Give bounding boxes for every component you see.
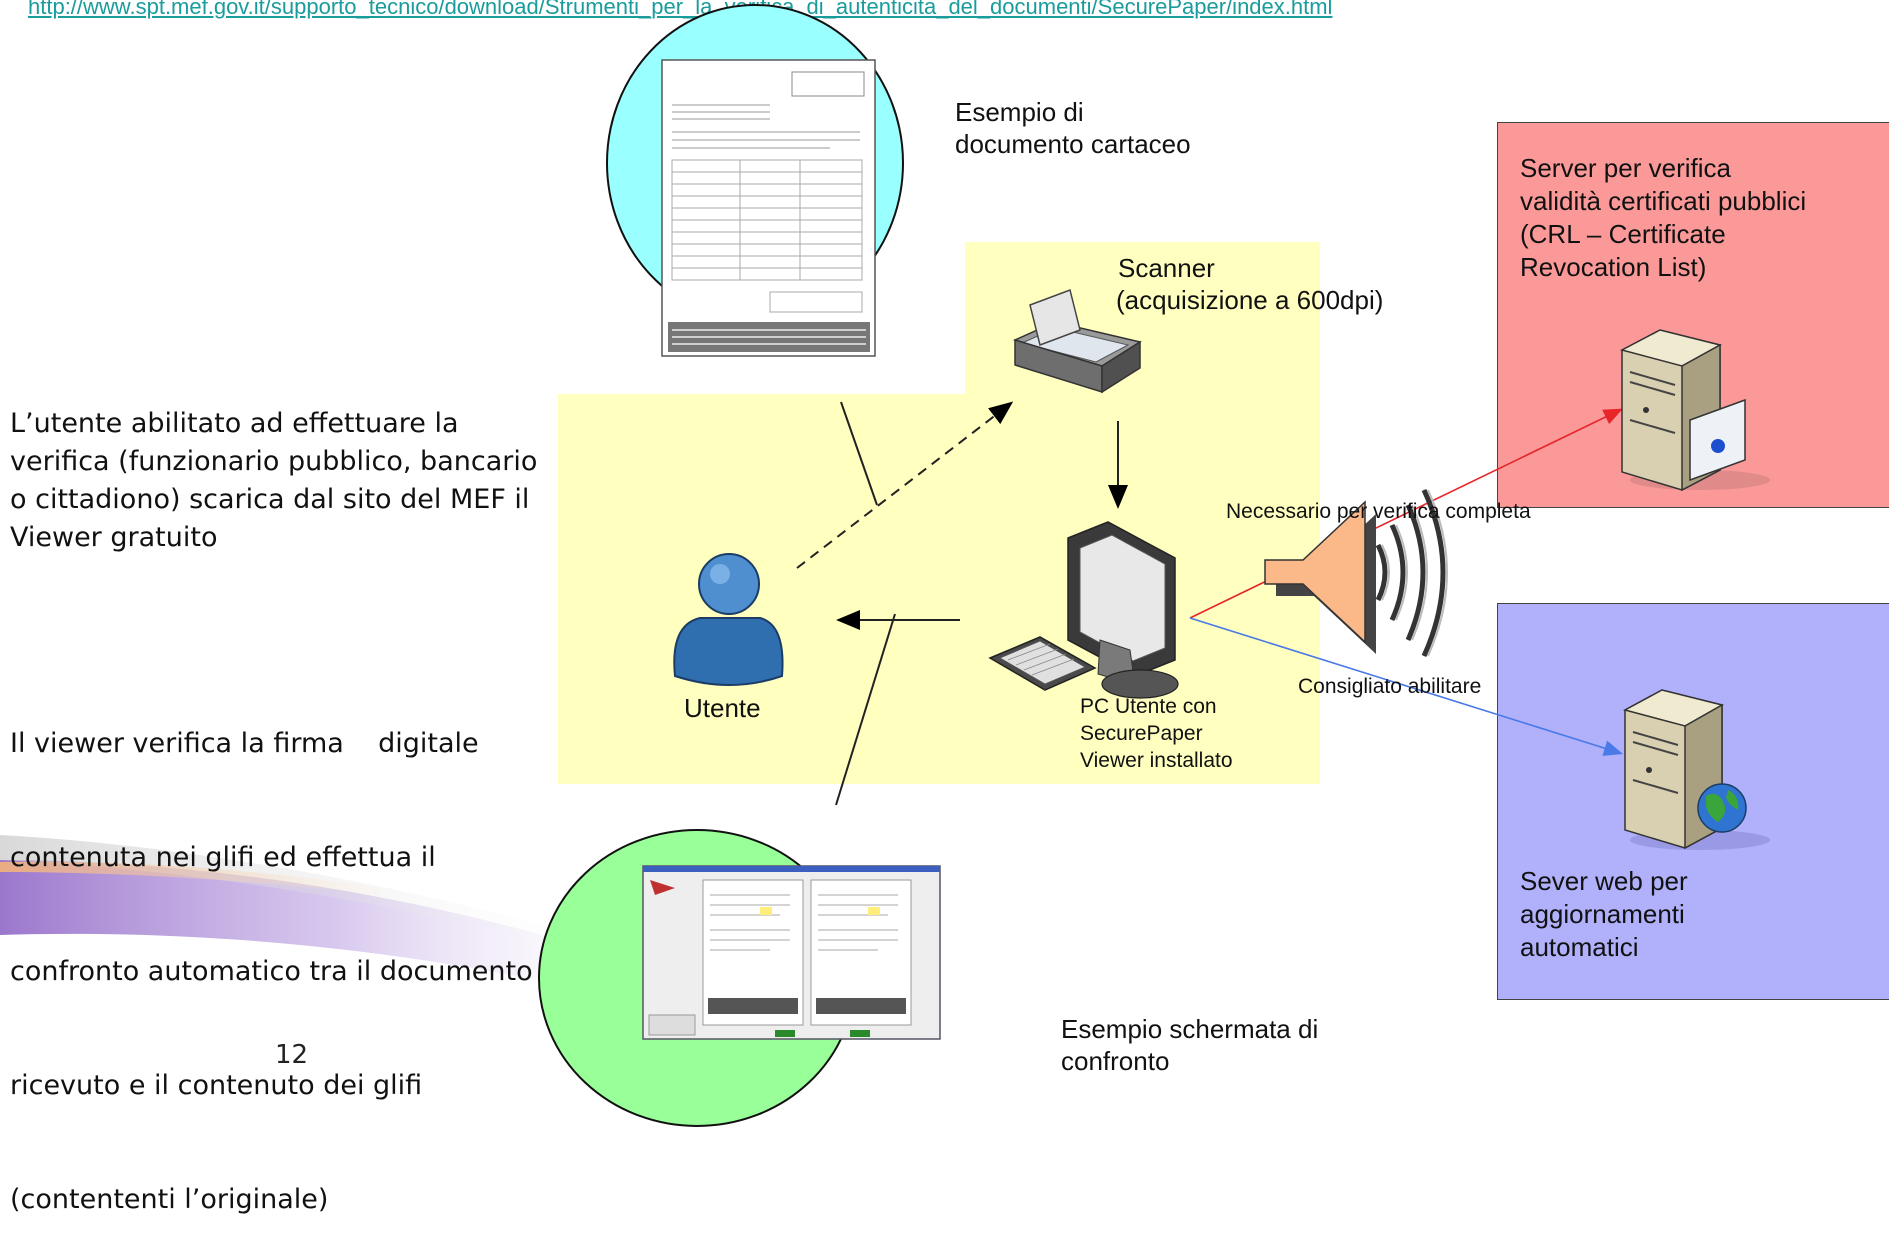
- crl-server-line2: validità certificati pubblici: [1520, 186, 1807, 216]
- paper-example-line1: Esempio di: [955, 97, 1084, 127]
- crl-server-line3: (CRL – Certificate: [1520, 219, 1726, 249]
- required-label: Necessario per verifica completa: [1226, 500, 1531, 523]
- screen-example-line1: Esempio schermata di: [1061, 1014, 1319, 1044]
- speaker-icon: [1264, 488, 1448, 658]
- side-paragraph-1: L’utente abilitato ad effettuare la veri…: [10, 405, 537, 557]
- side-p2-line1: Il viewer verifica la firma digitale: [10, 728, 479, 759]
- crl-server-line1: Server per verifica: [1520, 153, 1731, 183]
- pc-user-line3: Viewer installato: [1080, 749, 1233, 772]
- scanner-label: Scanner (acquisizione a 600dpi): [1116, 252, 1384, 316]
- pc-user-line2: SecurePaper: [1080, 722, 1203, 745]
- pc-user-label: PC Utente con SecurePaper Viewer install…: [1080, 693, 1233, 774]
- user-icon: [673, 553, 784, 686]
- side-p1-line2: verifica (funzionario pubblico, bancario: [10, 446, 538, 477]
- screen-example-label: Esempio schermata di confronto: [1061, 1013, 1318, 1077]
- recommended-label: Consigliato abilitare: [1298, 675, 1482, 698]
- paper-example-label: Esempio di documento cartaceo: [955, 96, 1191, 160]
- crl-server-text: Server per verifica validità certificati…: [1520, 152, 1806, 284]
- yellow-area-top: [965, 242, 1320, 394]
- side-paragraph-2: Il viewer verifica la firma digitale con…: [10, 649, 533, 1257]
- crl-server-icon: [1619, 329, 1770, 492]
- paper-document-thumbnail: [661, 59, 876, 357]
- scanner-icon: [1012, 289, 1142, 394]
- diagram-canvas: [538, 4, 1770, 1127]
- side-p1-line1: L’utente abilitato ad effettuare la: [10, 408, 459, 439]
- user-label: Utente: [684, 693, 761, 723]
- page-number: 12: [275, 1040, 309, 1070]
- web-server-line2: aggiornamenti: [1520, 899, 1685, 929]
- source-link[interactable]: http://www.spt.mef.gov.it/supporto_tecni…: [28, 0, 1333, 19]
- pc-user-line1: PC Utente con: [1080, 695, 1217, 718]
- side-p2-line4: ricevuto e il contenuto dei glifi: [10, 1070, 423, 1101]
- scanner-label-line2: (acquisizione a 600dpi): [1116, 285, 1384, 315]
- side-p1-line3: o cittadiono) scarica dal sito del MEF i…: [10, 484, 530, 515]
- pc-icon: [988, 521, 1179, 699]
- web-server-line1: Sever web per: [1520, 866, 1688, 896]
- screen-example-line2: confronto: [1061, 1046, 1170, 1076]
- web-server-text: Sever web per aggiornamenti automatici: [1520, 865, 1688, 964]
- side-p2-line3: confronto automatico tra il documento: [10, 956, 533, 987]
- side-p1-line4: Viewer gratuito: [10, 522, 218, 553]
- web-server-icon: [1622, 689, 1770, 850]
- web-server-line3: automatici: [1520, 932, 1639, 962]
- screen-comparison-thumbnail: [642, 865, 941, 1040]
- scanner-label-line1: Scanner: [1118, 253, 1215, 283]
- crl-server-line4: Revocation List): [1520, 252, 1707, 282]
- side-p2-line2: contenuta nei glifi ed effettua il: [10, 842, 436, 873]
- paper-example-line2: documento cartaceo: [955, 129, 1191, 159]
- side-p2-line5: (contententi l’originale): [10, 1184, 329, 1215]
- decor-swoosh: [0, 835, 560, 985]
